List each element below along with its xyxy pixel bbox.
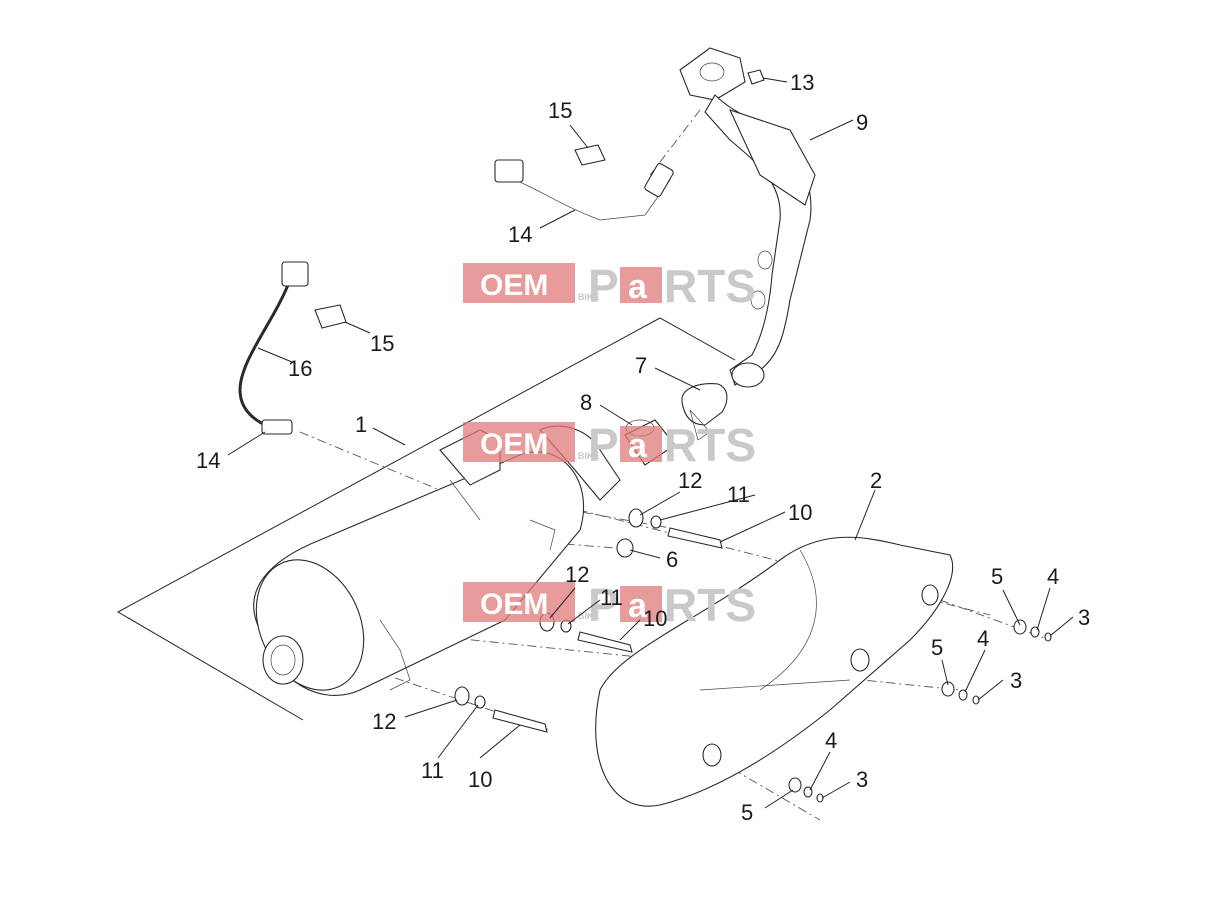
svg-text:P: P	[588, 419, 619, 471]
watermark-middle: OEM BIKE P a RTS	[463, 419, 756, 471]
callout-3: 3	[1010, 668, 1022, 693]
leader-lines	[227, 77, 1074, 809]
fasteners	[454, 508, 1052, 803]
callout-3: 3	[1078, 605, 1090, 630]
lambda-sensor-upper	[494, 159, 674, 221]
callout-labels: 1 2 3 3 3 4 4 4 5 5 5 6 7 8 9 10 10 10 1…	[196, 70, 1090, 825]
callout-1: 1	[355, 412, 367, 437]
svg-text:P: P	[588, 260, 619, 312]
svg-text:a: a	[628, 427, 648, 465]
heat-shield-part	[595, 536, 954, 807]
svg-text:RTS: RTS	[664, 419, 756, 471]
callout-5: 5	[741, 800, 753, 825]
callout-4: 4	[977, 626, 989, 651]
watermark-bottom: OEM BIKE P a RTS	[463, 579, 756, 631]
callout-11: 11	[421, 758, 444, 783]
svg-text:RTS: RTS	[664, 579, 756, 631]
callout-14: 14	[196, 448, 220, 473]
assembly-outline	[116, 317, 736, 721]
callout-12: 12	[565, 562, 589, 587]
callout-15: 15	[370, 331, 394, 356]
svg-text:a: a	[628, 587, 648, 625]
callout-10: 10	[468, 767, 492, 792]
callout-11: 11	[600, 585, 623, 610]
svg-text:a: a	[628, 268, 648, 306]
callout-15: 15	[548, 98, 572, 123]
callout-10: 10	[788, 500, 812, 525]
callout-12: 12	[372, 709, 396, 734]
callout-4: 4	[1047, 564, 1059, 589]
svg-text:OEM: OEM	[480, 428, 548, 461]
callout-2: 2	[870, 468, 882, 493]
callout-12: 12	[678, 468, 702, 493]
muffler-part	[253, 425, 621, 696]
lambda-sensor-lower	[238, 261, 309, 435]
exhaust-pipe-part	[679, 47, 816, 388]
clip-upper	[574, 144, 606, 166]
svg-text:RTS: RTS	[664, 260, 756, 312]
svg-text:BIKE: BIKE	[578, 611, 600, 621]
callout-5: 5	[991, 564, 1003, 589]
clip-lower	[314, 304, 347, 329]
svg-text:OEM: OEM	[480, 588, 548, 621]
callout-10: 10	[643, 606, 667, 631]
svg-text:BIKE: BIKE	[578, 451, 600, 461]
svg-text:OEM: OEM	[480, 269, 548, 302]
callout-9: 9	[856, 110, 868, 135]
callout-5: 5	[931, 635, 943, 660]
svg-text:BIKE: BIKE	[578, 292, 600, 302]
callout-16: 16	[288, 356, 312, 381]
callout-4: 4	[825, 728, 837, 753]
callout-11: 11	[727, 482, 750, 507]
callout-7: 7	[635, 353, 647, 378]
callout-14: 14	[508, 222, 532, 247]
callout-8: 8	[580, 390, 592, 415]
callout-6: 6	[666, 547, 678, 572]
watermark-top: OEM BIKE P a RTS	[463, 260, 756, 312]
callout-3: 3	[856, 767, 868, 792]
nut-part	[747, 69, 765, 85]
callout-13: 13	[790, 70, 814, 95]
